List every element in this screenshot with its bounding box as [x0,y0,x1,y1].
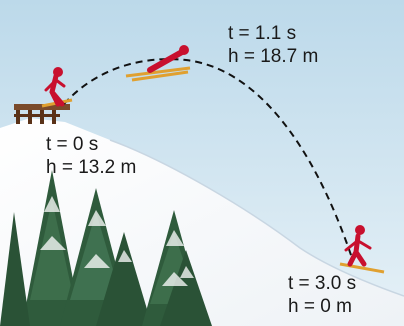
start-label: t = 0 s h = 13.2 m [46,133,136,179]
end-time-label: t = 3.0 s [288,272,356,295]
peak-label: t = 1.1 s h = 18.7 m [228,22,318,68]
start-time-label: t = 0 s [46,133,136,156]
peak-height-label: h = 18.7 m [228,45,318,68]
peak-time-label: t = 1.1 s [228,22,318,45]
end-label: t = 3.0 s h = 0 m [288,272,356,318]
start-height-label: h = 13.2 m [46,156,136,179]
end-height-label: h = 0 m [288,295,356,318]
